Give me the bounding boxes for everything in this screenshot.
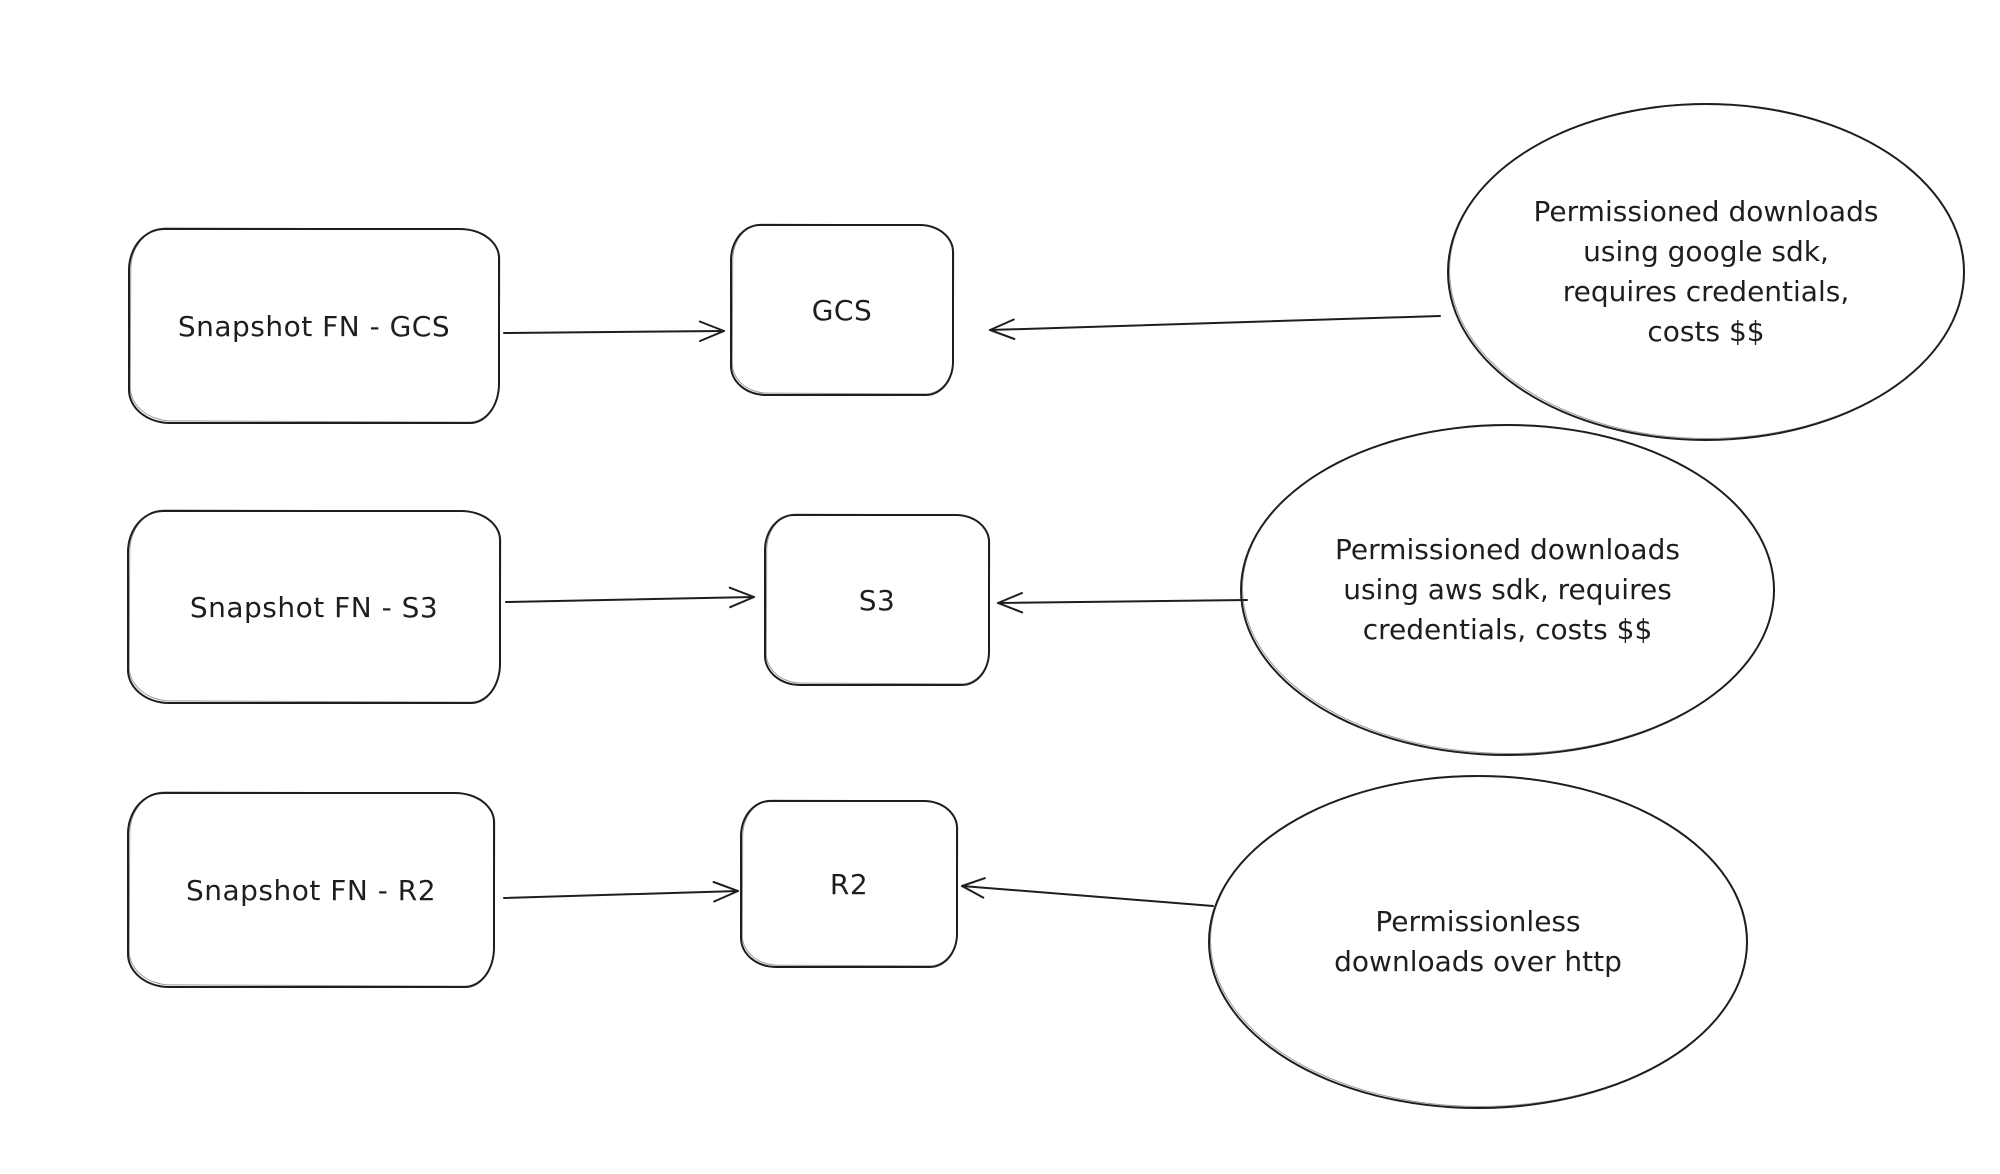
bubble-s3-note-text: Permissioned downloads using aws sdk, re…	[1335, 533, 1680, 646]
bubble-r2-note[interactable]: Permissionless downloads over http	[1208, 775, 1748, 1109]
arrow-snapshot-r2-to-r2[interactable]	[503, 881, 739, 903]
bubble-r2-note-text: Permissionless downloads over http	[1334, 905, 1622, 978]
bubble-gcs-note[interactable]: Permissioned downloads using google sdk,…	[1447, 103, 1965, 441]
node-snapshot-fn-r2[interactable]: Snapshot FN - R2	[127, 792, 495, 988]
arrow-snapshot-gcs-to-gcs[interactable]	[503, 320, 725, 342]
arrow-r2-note-to-r2[interactable]	[961, 877, 1214, 907]
bubble-s3-note[interactable]: Permissioned downloads using aws sdk, re…	[1240, 424, 1775, 756]
arrow-s3-note-to-s3[interactable]	[997, 592, 1248, 614]
node-gcs-label: GCS	[811, 293, 873, 327]
arrow-gcs-note-to-gcs[interactable]	[989, 315, 1441, 340]
node-s3[interactable]: S3	[764, 514, 990, 686]
node-snapshot-fn-gcs-label: Snapshot FN - GCS	[177, 309, 451, 343]
node-snapshot-fn-r2-label: Snapshot FN - R2	[185, 873, 437, 907]
node-r2[interactable]: R2	[740, 800, 958, 968]
node-gcs[interactable]: GCS	[730, 224, 954, 396]
node-s3-label: S3	[858, 583, 896, 617]
node-snapshot-fn-gcs[interactable]: Snapshot FN - GCS	[128, 228, 500, 424]
node-snapshot-fn-s3[interactable]: Snapshot FN - S3	[127, 510, 501, 704]
node-r2-label: R2	[829, 867, 869, 901]
arrow-snapshot-s3-to-s3[interactable]	[505, 586, 755, 609]
bubble-gcs-note-text: Permissioned downloads using google sdk,…	[1533, 195, 1879, 348]
node-snapshot-fn-s3-label: Snapshot FN - S3	[189, 590, 439, 624]
